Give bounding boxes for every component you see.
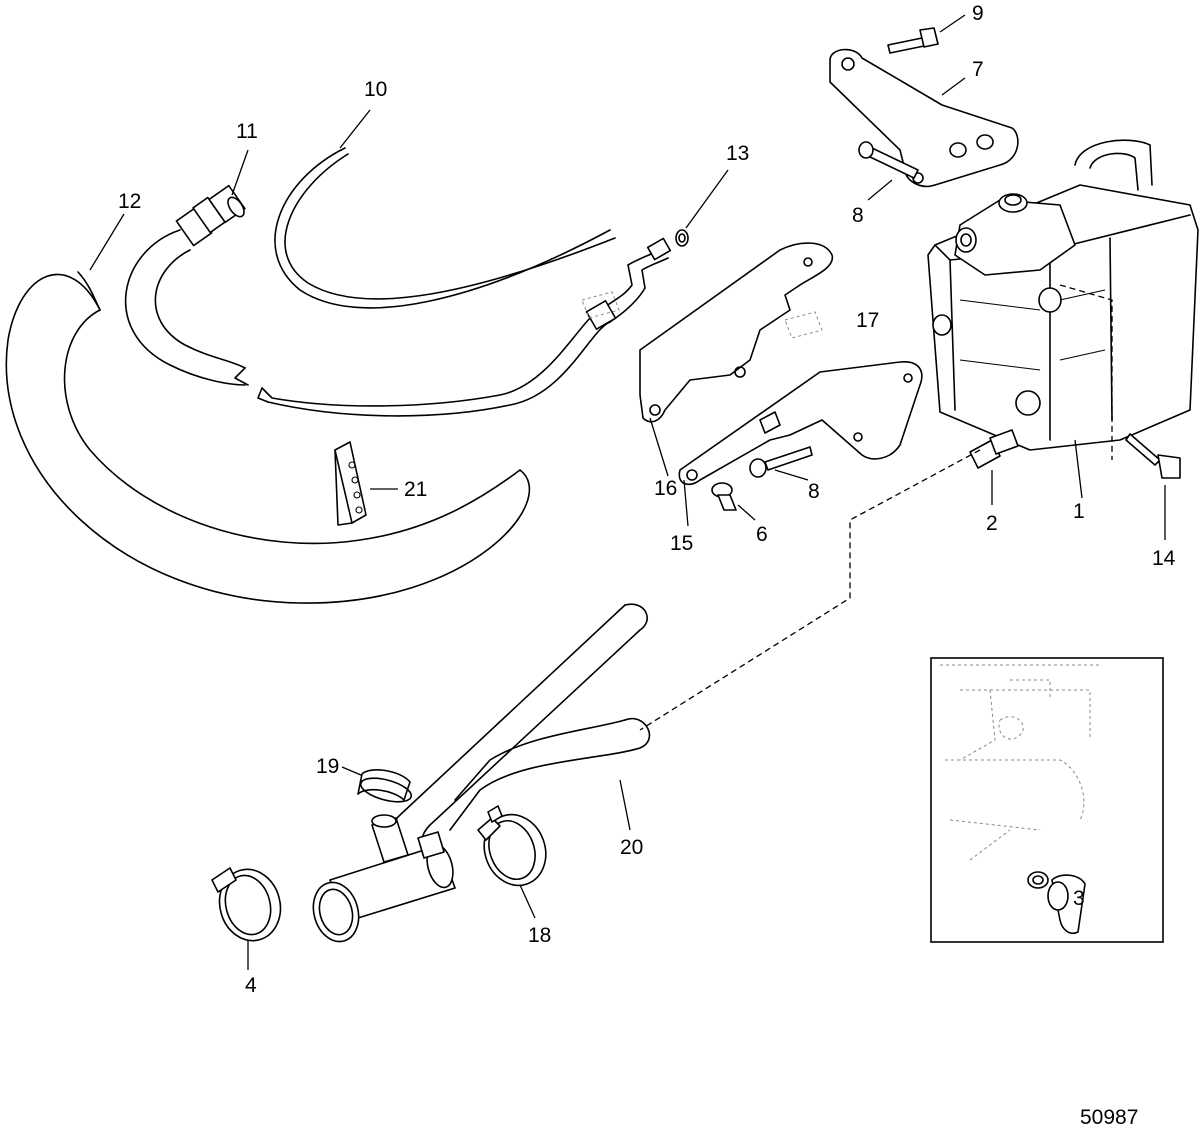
part-16-bracket [581, 242, 833, 423]
part-13-tube [585, 229, 689, 330]
part-8-bolt-upper [858, 141, 919, 201]
part-11-hose [124, 184, 611, 417]
callout-13: 13 [726, 142, 749, 165]
callout-11: 11 [236, 120, 258, 143]
callout-20: 20 [620, 836, 643, 859]
callout-18: 18 [528, 924, 551, 947]
callout-14: 14 [1152, 547, 1176, 570]
callout-8-lower: 8 [808, 480, 820, 503]
callout-16: 16 [654, 477, 677, 500]
part-19-clamp [357, 769, 413, 803]
part-18-clamp [477, 805, 547, 887]
leaders [89, 77, 1083, 970]
part-1-housing [927, 139, 1199, 460]
callout-21: 21 [404, 478, 427, 501]
callout-15: 15 [670, 532, 693, 555]
callout-9: 9 [972, 2, 984, 25]
callout-8-upper: 8 [852, 204, 864, 227]
part-7-bracket [829, 48, 1019, 188]
part-4-clamp [211, 867, 282, 942]
reference-number: 50987 [1080, 1106, 1138, 1129]
part-14-bolt [1125, 433, 1181, 540]
part-9-bolt [887, 14, 966, 54]
callout-1: 1 [1073, 500, 1085, 523]
part-12-hose [5, 271, 531, 604]
part-20-tee-fitting [312, 814, 456, 943]
callout-4: 4 [245, 974, 257, 997]
callout-17: 17 [856, 309, 879, 332]
callout-6: 6 [756, 523, 768, 546]
callout-2: 2 [986, 512, 998, 535]
dashed-connection [639, 449, 981, 731]
callout-3: 3 [1073, 887, 1085, 910]
inset-detail [930, 657, 1164, 943]
part-8-bolt-lower [749, 446, 813, 481]
part-10-line [274, 147, 616, 309]
part-21-strip [334, 441, 398, 526]
part-20-hose [392, 603, 651, 851]
callout-19: 19 [316, 755, 339, 778]
callout-10: 10 [364, 78, 387, 101]
callout-7: 7 [972, 58, 984, 81]
part-6-bolt [711, 482, 756, 521]
part-2-fitting [969, 429, 1019, 505]
part-15-bracket [678, 361, 923, 486]
callout-12: 12 [118, 190, 141, 213]
